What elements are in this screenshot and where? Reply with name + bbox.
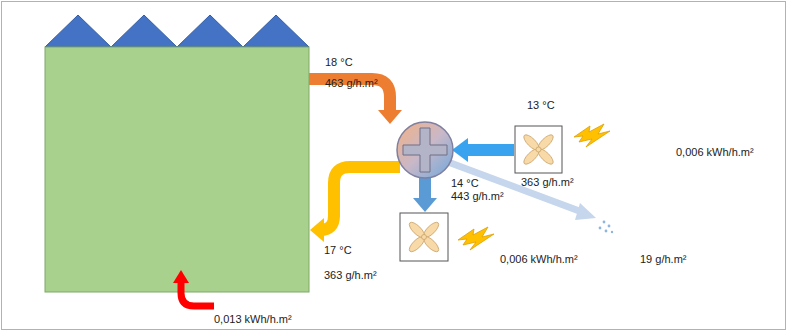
supply-air-arrow xyxy=(310,167,400,242)
water-droplets xyxy=(599,221,614,234)
power-symbol xyxy=(458,227,494,250)
flow-value: 19 g/h.m² xyxy=(640,253,686,266)
flow-value: 363 g/h.m² xyxy=(521,176,574,189)
flow-value: 0,006 kWh/h.m² xyxy=(676,146,754,159)
greenhouse xyxy=(45,15,309,292)
fan-symbol xyxy=(515,126,562,173)
flow-value: 463 g/h.m² xyxy=(325,77,378,90)
outside-air-arrow xyxy=(452,138,514,162)
heat-exchanger xyxy=(397,122,453,178)
power-symbol xyxy=(574,124,610,147)
flow-value: 18 °C xyxy=(325,56,353,69)
flow-value: 0,013 kWh/h.m² xyxy=(214,313,292,326)
heating-arrow xyxy=(173,270,214,306)
flow-value: 363 g/h.m² xyxy=(324,269,377,282)
fan-symbol xyxy=(400,213,448,261)
flow-value: 14 °C xyxy=(451,177,479,190)
flow-value: 0,006 kWh/h.m² xyxy=(500,253,578,266)
discharge-air-arrow xyxy=(413,176,437,212)
flow-value: 443 g/h.m² xyxy=(451,190,504,203)
flow-value: 17 °C xyxy=(324,244,352,257)
flow-value: 13 °C xyxy=(527,99,555,112)
